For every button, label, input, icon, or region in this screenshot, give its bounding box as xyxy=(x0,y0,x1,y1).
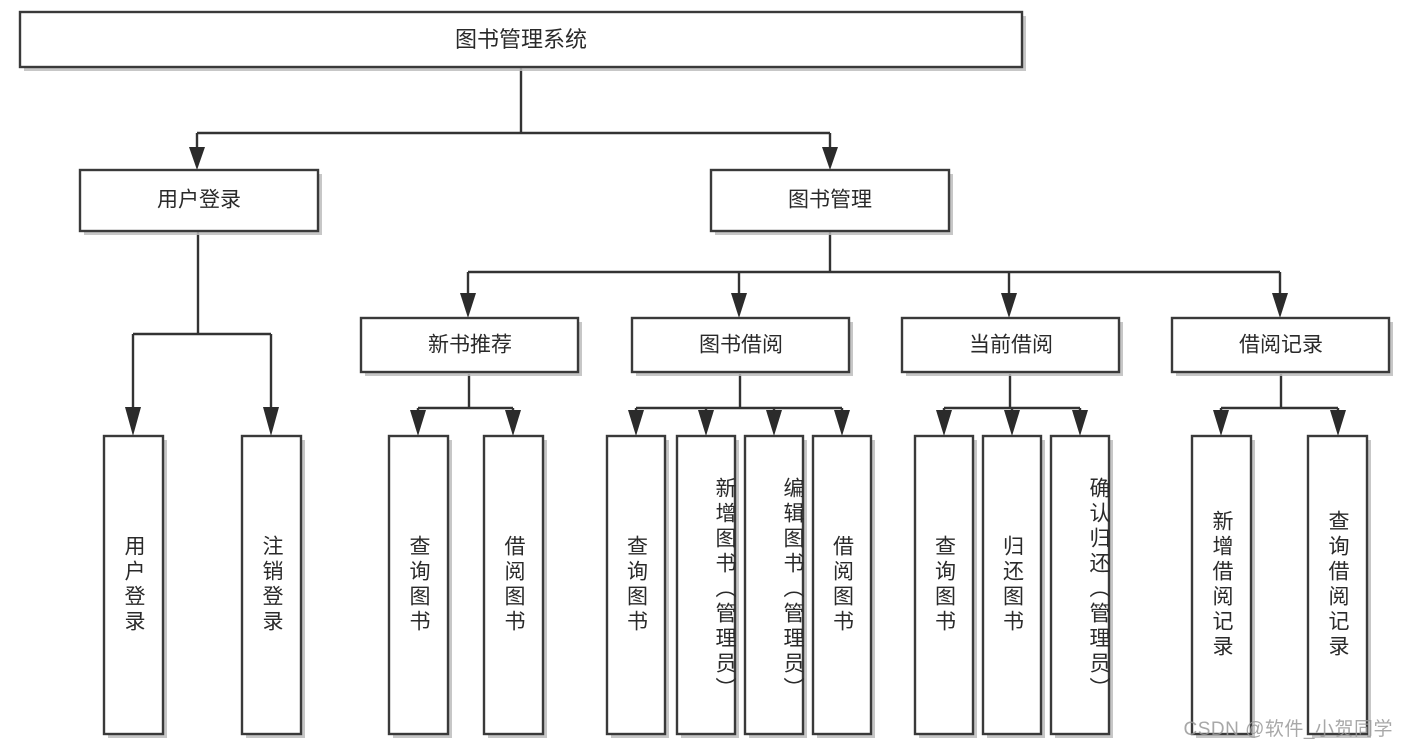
leaf-borrow-records-1[interactable] xyxy=(1190,434,1255,738)
leaf-borrow-records-2-box xyxy=(1306,434,1369,736)
arrow-leaf-user-login-2 xyxy=(263,407,279,436)
leaf-book-borrow-4-box xyxy=(811,434,873,736)
arrow-to-book-mgmt xyxy=(822,147,838,170)
leaf-book-borrow-3-box xyxy=(743,434,805,736)
leaf-current-borrow-3[interactable] xyxy=(1049,434,1113,738)
leaf-current-borrow-2[interactable] xyxy=(981,434,1045,738)
node-borrow-records-box xyxy=(1170,316,1391,374)
arrow-leaf-book-borrow-2 xyxy=(698,410,714,436)
leaf-new-book-1[interactable] xyxy=(387,434,452,738)
node-book-borrow-label: 图书借阅 xyxy=(699,334,783,357)
connector-group xyxy=(125,67,1346,436)
leaf-current-borrow-1[interactable] xyxy=(913,434,977,738)
node-user-login-label: 用户登录 xyxy=(157,189,241,212)
leaf-book-borrow-2[interactable] xyxy=(675,434,739,738)
node-borrow-records-label: 借阅记录 xyxy=(1239,334,1323,357)
arrow-to-borrow-records xyxy=(1272,293,1288,318)
node-user-login[interactable]: 用户登录 xyxy=(78,168,322,235)
arrow-leaf-current-borrow-3 xyxy=(1072,410,1088,436)
arrow-leaf-user-login-1 xyxy=(125,407,141,436)
arrow-leaf-book-borrow-1 xyxy=(628,410,644,436)
arrow-leaf-current-borrow-1 xyxy=(936,410,952,436)
node-current-borrow[interactable]: 当前借阅 xyxy=(900,316,1123,376)
node-new-book-recommend[interactable]: 新书推荐 xyxy=(359,316,582,376)
leaf-current-borrow-2-box xyxy=(981,434,1043,736)
leaf-borrow-records-1-box xyxy=(1190,434,1253,736)
leaf-book-borrow-1-box xyxy=(605,434,667,736)
leaf-book-borrow-2-box xyxy=(675,434,737,736)
arrow-leaf-borrow-records-1 xyxy=(1213,410,1229,436)
arrow-leaf-book-borrow-4 xyxy=(834,410,850,436)
leaf-new-book-2[interactable] xyxy=(482,434,547,738)
node-book-management[interactable]: 图书管理 xyxy=(709,168,953,235)
leaf-current-borrow-1-box xyxy=(913,434,975,736)
node-book-borrow-box xyxy=(630,316,851,374)
arrow-to-user-login xyxy=(189,147,205,170)
arrow-leaf-current-borrow-2 xyxy=(1004,410,1020,436)
node-user-login-box xyxy=(78,168,320,233)
arrow-to-current-borrow xyxy=(1001,293,1017,318)
arrow-leaf-new-book-2 xyxy=(505,410,521,436)
node-new-book-recommend-label: 新书推荐 xyxy=(428,334,512,357)
node-root-box xyxy=(18,10,1024,69)
leaf-book-borrow-4[interactable] xyxy=(811,434,875,738)
leaf-book-borrow-3[interactable] xyxy=(743,434,807,738)
leaf-user-login-1[interactable] xyxy=(102,434,167,738)
leaf-current-borrow-3-box xyxy=(1049,434,1111,736)
leaf-user-login-1-box xyxy=(102,434,165,736)
node-root[interactable]: 图书管理系统 xyxy=(18,10,1026,71)
leaf-new-book-2-box xyxy=(482,434,545,736)
arrow-leaf-book-borrow-3 xyxy=(766,410,782,436)
arrow-to-book-borrow xyxy=(731,293,747,318)
leaf-user-login-2[interactable] xyxy=(240,434,305,738)
node-new-book-recommend-box xyxy=(359,316,580,374)
arrow-leaf-new-book-1 xyxy=(410,410,426,436)
node-book-borrow[interactable]: 图书借阅 xyxy=(630,316,853,376)
node-root-label: 图书管理系统 xyxy=(455,27,587,52)
leaf-borrow-records-2[interactable] xyxy=(1306,434,1371,738)
node-current-borrow-box xyxy=(900,316,1121,374)
leaf-new-book-1-box xyxy=(387,434,450,736)
node-borrow-records[interactable]: 借阅记录 xyxy=(1170,316,1393,376)
arrow-to-new-book xyxy=(460,293,476,318)
leaf-user-login-2-box xyxy=(240,434,303,736)
leaf-book-borrow-1[interactable] xyxy=(605,434,669,738)
node-book-management-label: 图书管理 xyxy=(788,189,872,212)
watermark: CSDN @软件_小贺同学 xyxy=(1183,719,1393,740)
arrow-leaf-borrow-records-2 xyxy=(1330,410,1346,436)
node-book-management-box xyxy=(709,168,951,233)
node-current-borrow-label: 当前借阅 xyxy=(969,334,1053,357)
